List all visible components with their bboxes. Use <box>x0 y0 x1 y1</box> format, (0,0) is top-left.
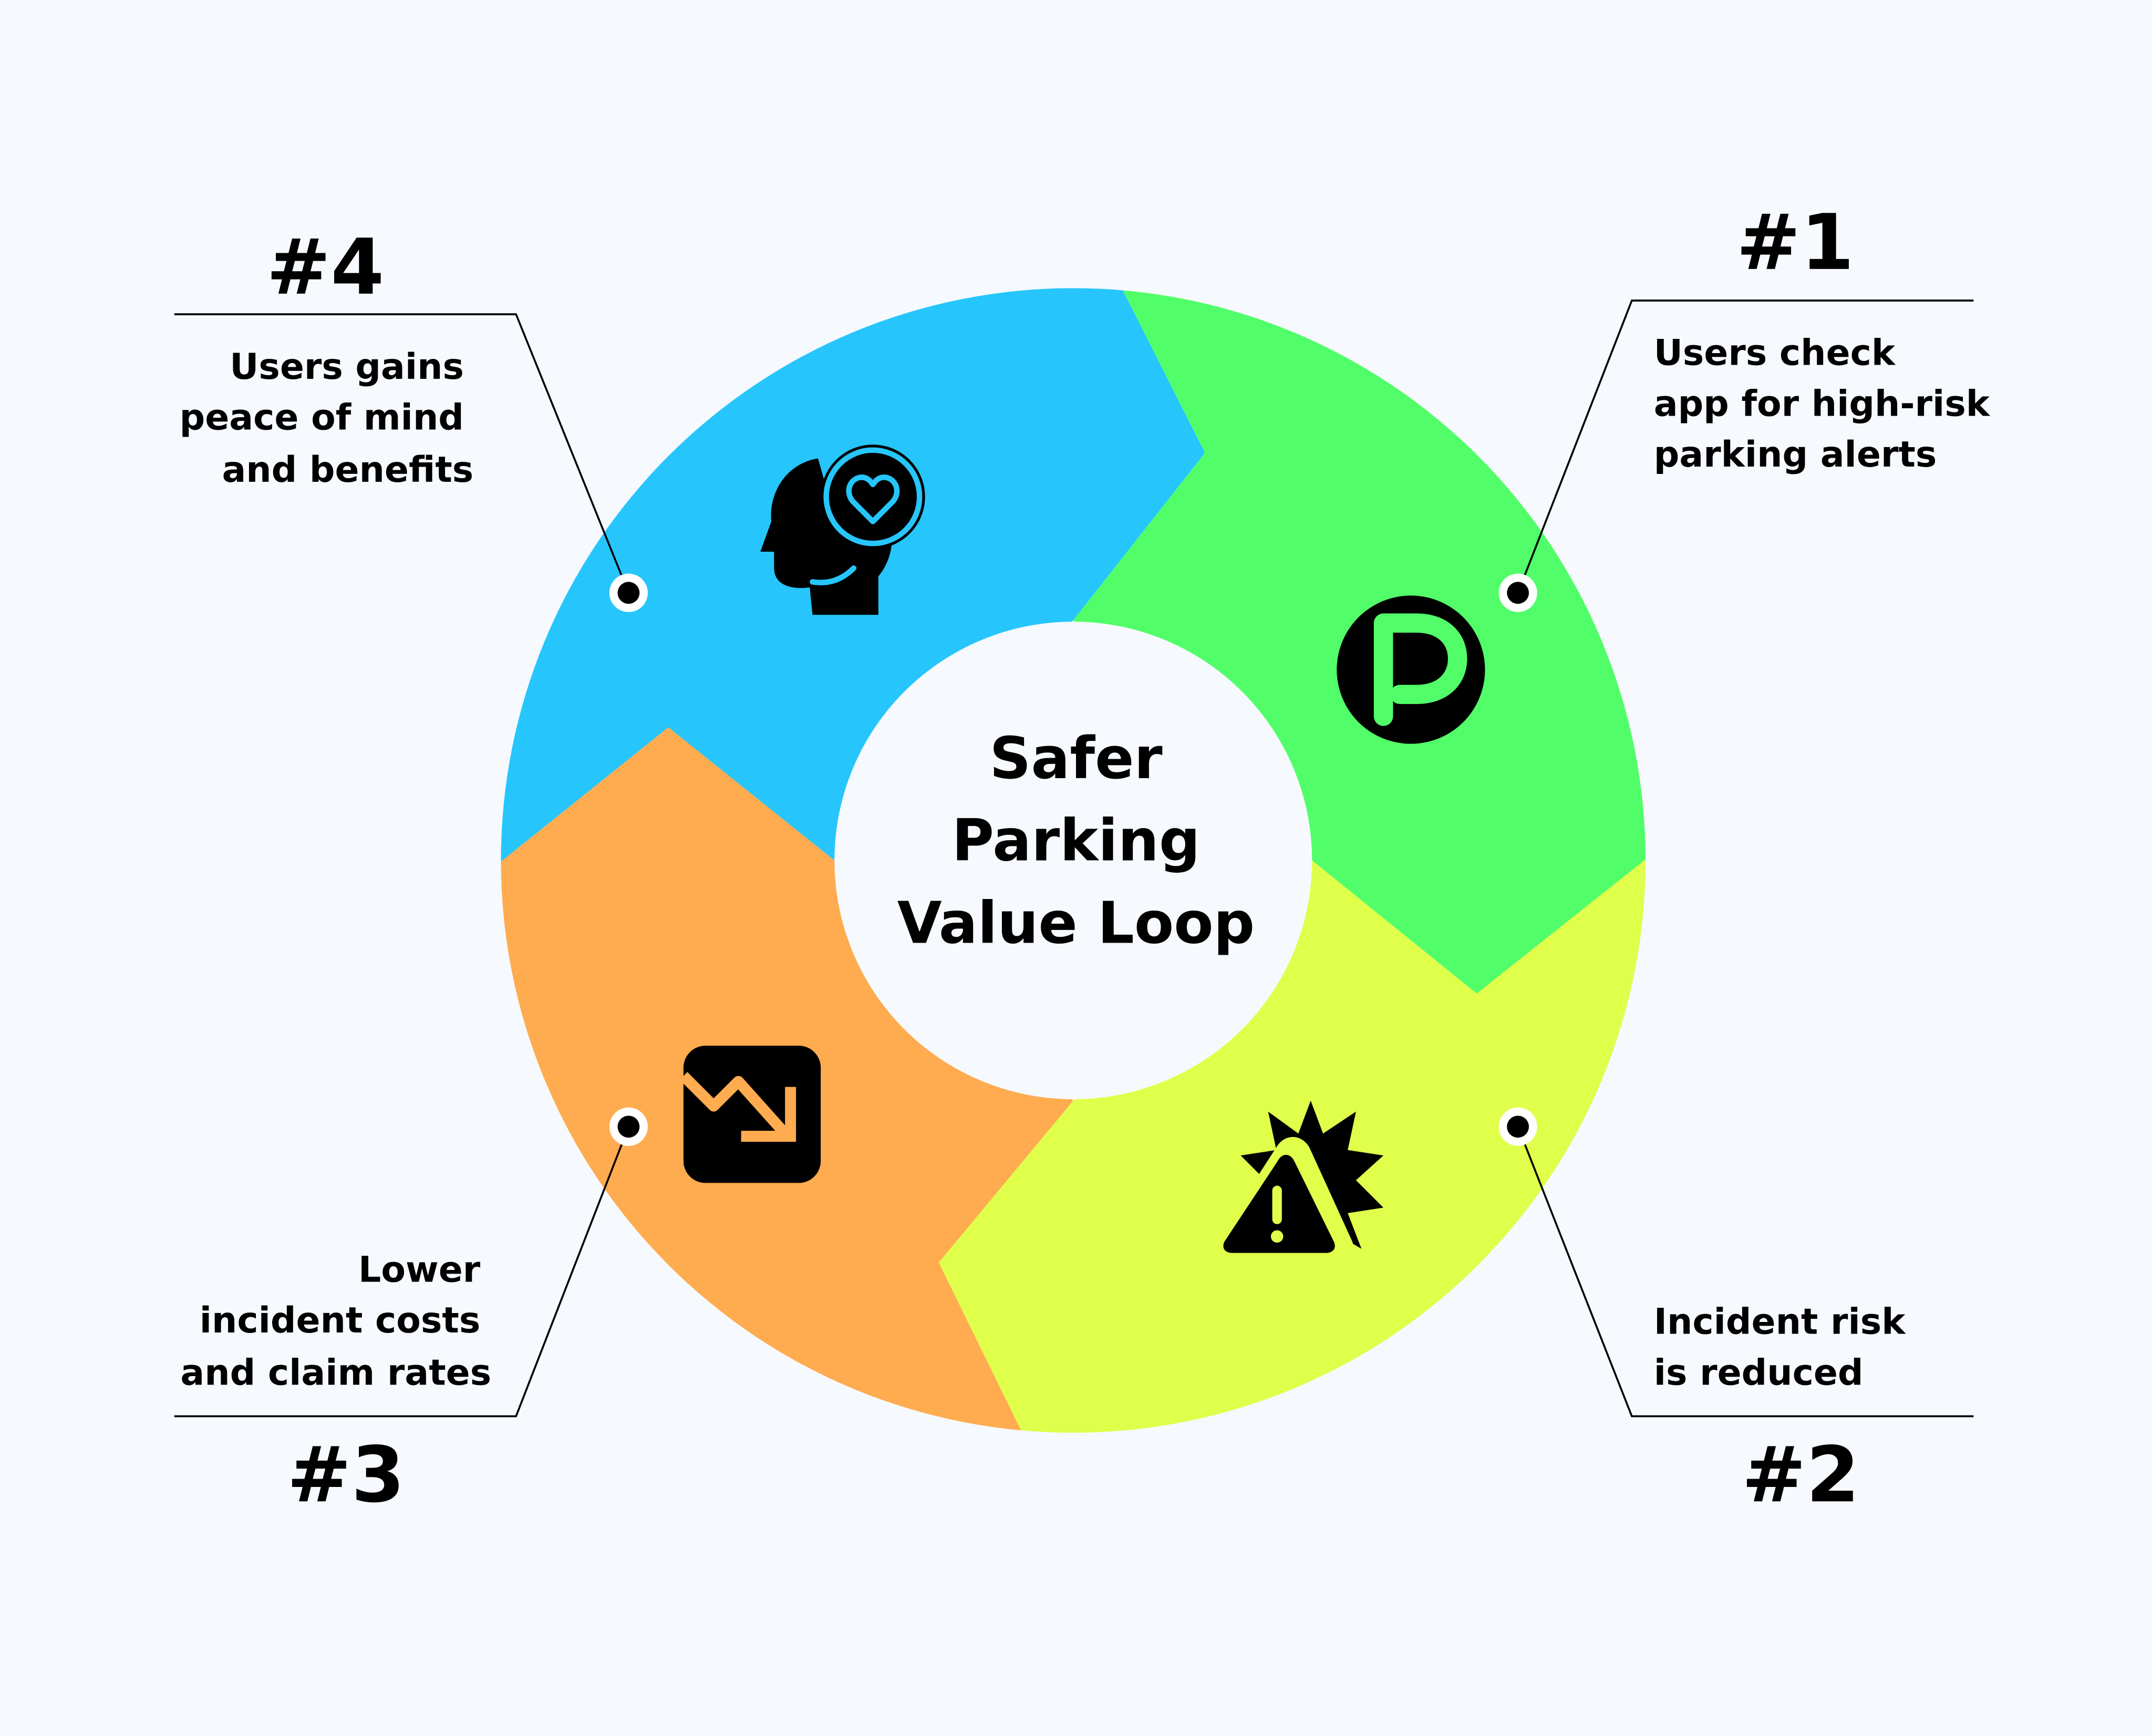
caption-3: Lower incident costs and claim rates <box>180 1249 491 1393</box>
caption-2-line-1: Incident risk <box>1654 1301 1906 1343</box>
connector-dots <box>609 573 1537 1146</box>
caption-4-line-3: and benefits <box>222 449 473 491</box>
trend-down-icon <box>679 1046 821 1183</box>
caption-2-line-2: is reduced <box>1654 1352 1864 1393</box>
center-title: Safer Parking Value Loop <box>897 725 1255 956</box>
caption-1-line-3: parking alerts <box>1654 434 1937 476</box>
leader-line-4 <box>174 313 630 594</box>
caption-1-line-1: Users check <box>1654 333 1896 374</box>
caption-3-line-1: Lower <box>358 1249 481 1290</box>
step-number-1: #1 <box>1736 198 1854 287</box>
connector-dot-4 <box>609 573 648 612</box>
caption-1: Users check app for high-risk parking al… <box>1654 333 1991 476</box>
caption-2: Incident risk is reduced <box>1654 1301 1906 1394</box>
warning-explosion-icon <box>1214 1100 1384 1263</box>
step-number-3: #3 <box>287 1430 405 1520</box>
title-line-1: Safer <box>989 725 1162 792</box>
center-disk <box>834 622 1312 1100</box>
connector-dot-2 <box>1498 1107 1537 1146</box>
connector-dot-1 <box>1498 573 1537 612</box>
leader-line-2 <box>1517 1126 1974 1418</box>
leader-line-3 <box>174 1126 630 1418</box>
caption-4-line-2: peace of mind <box>180 397 464 439</box>
parking-icon <box>1337 595 1485 744</box>
caption-4: Users gains peace of mind and benefits <box>180 346 474 491</box>
title-line-3: Value Loop <box>897 889 1255 956</box>
title-line-2: Parking <box>952 807 1201 874</box>
caption-3-line-3: and claim rates <box>180 1352 491 1393</box>
leader-lines <box>174 299 1974 1418</box>
step-number-4: #4 <box>266 223 384 312</box>
connector-dot-3 <box>609 1107 648 1146</box>
caption-3-line-2: incident costs <box>200 1300 481 1341</box>
leader-line-1 <box>1517 299 1974 593</box>
caption-4-line-1: Users gains <box>230 346 464 388</box>
caption-1-line-2: app for high-risk <box>1654 383 1991 425</box>
mind-heart-icon <box>760 445 925 615</box>
step-number-2: #2 <box>1742 1430 1859 1520</box>
